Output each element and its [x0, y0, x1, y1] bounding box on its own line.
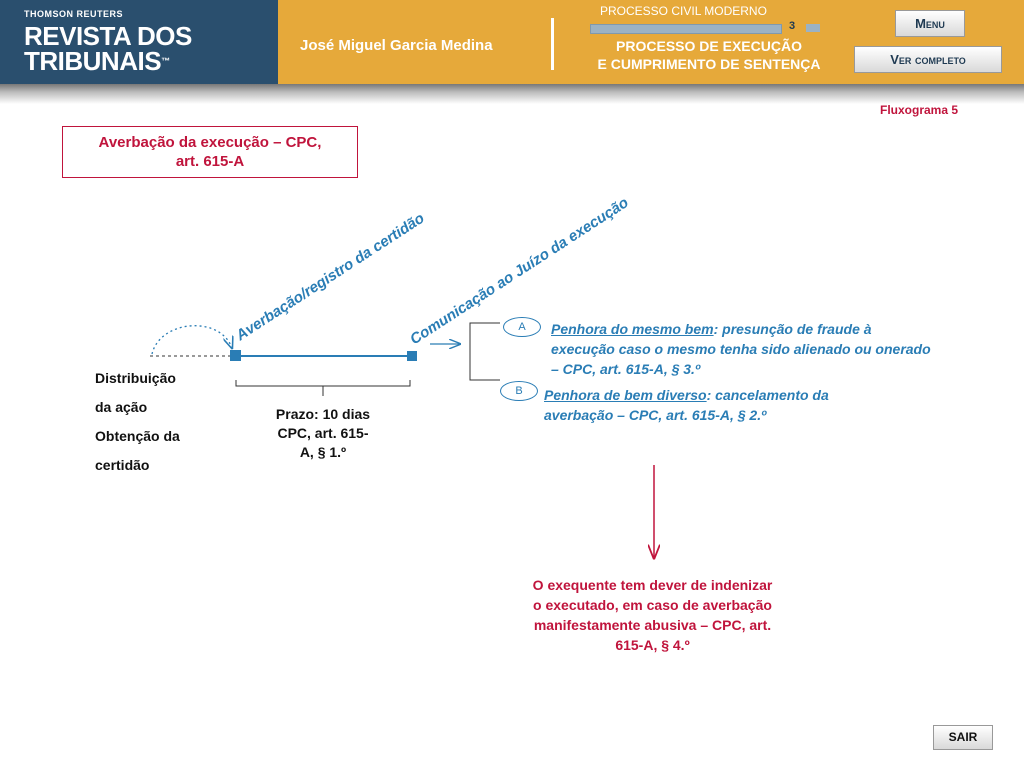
diagram-title-line-1: Averbação da execução – CPC,	[98, 134, 322, 151]
option-a-text: Penhora do mesmo bem: presunção de fraud…	[551, 319, 931, 379]
dotted-arc	[151, 325, 232, 355]
fluxograma-label: Fluxograma 5	[880, 103, 959, 117]
brand-small-text: THOMSON REUTERS	[24, 9, 124, 19]
diagram-title-line-2: art. 615-A	[175, 153, 245, 170]
module-name: PROCESSO CIVIL MODERNO	[600, 4, 767, 18]
dist-line: Distribuição	[95, 370, 176, 386]
page-number: 3	[788, 20, 796, 32]
brand-line-1: REVISTA DOS	[24, 21, 192, 51]
branch-bracket	[469, 322, 500, 381]
header-bar: THOMSON REUTERS REVISTA DOS TRIBUNAIS™ J…	[0, 0, 1024, 84]
option-b-title: Penhora de bem diverso	[544, 387, 707, 403]
prazo-text: Prazo: 10 dias CPC, art. 615- A, § 1.º	[258, 405, 388, 462]
option-b-description: : cancelamento da averbação – CPC, art. …	[544, 387, 829, 423]
consequence-text: O exequente tem dever de indenizar o exe…	[532, 577, 773, 653]
option-a-description: : presunção de fraude à execução caso o …	[551, 321, 931, 377]
prazo-bracket	[235, 380, 411, 387]
diagram-title-box: Averbação da execução – CPC, art. 615-A	[62, 126, 358, 178]
progress-bar	[590, 24, 782, 34]
header-divider	[551, 18, 554, 70]
sair-button[interactable]: SAIR	[933, 725, 993, 750]
dist-line: certidão	[95, 457, 150, 473]
distribuicao-text: Distribuição da ação Obtenção da certidã…	[95, 364, 180, 480]
option-a-badge: A	[503, 317, 541, 337]
dist-line: Obtenção da	[95, 428, 180, 444]
chapter-title-line-2: E CUMPRIMENTO DE SENTENÇA	[597, 56, 821, 72]
progress-bar-tail	[806, 24, 820, 32]
option-b-text: Penhora de bem diverso: cancelamento da …	[544, 385, 864, 425]
option-a-title: Penhora do mesmo bem	[551, 321, 714, 337]
prazo-line-3: A, § 1.º	[299, 444, 347, 460]
chapter-title-line-1: PROCESSO DE EXECUÇÃO	[616, 38, 802, 54]
timeline-start-marker	[230, 350, 241, 361]
ver-completo-button[interactable]: Ver completo	[854, 46, 1002, 73]
dist-line: da ação	[95, 399, 148, 415]
header-shadow	[0, 84, 1024, 104]
menu-button[interactable]: Menu	[895, 10, 965, 37]
prazo-line-2: CPC, art. 615-	[277, 425, 369, 441]
brand-line-2: TRIBUNAIS™	[24, 46, 170, 76]
brand-logo: THOMSON REUTERS REVISTA DOS TRIBUNAIS™	[0, 0, 278, 84]
option-b-badge: B	[500, 381, 538, 401]
author-name: José Miguel Garcia Medina	[300, 37, 493, 54]
chapter-title: PROCESSO DE EXECUÇÃO E CUMPRIMENTO DE SE…	[575, 37, 843, 73]
timeline-end-marker	[407, 351, 417, 361]
prazo-line-1: Prazo: 10 dias	[275, 406, 371, 422]
